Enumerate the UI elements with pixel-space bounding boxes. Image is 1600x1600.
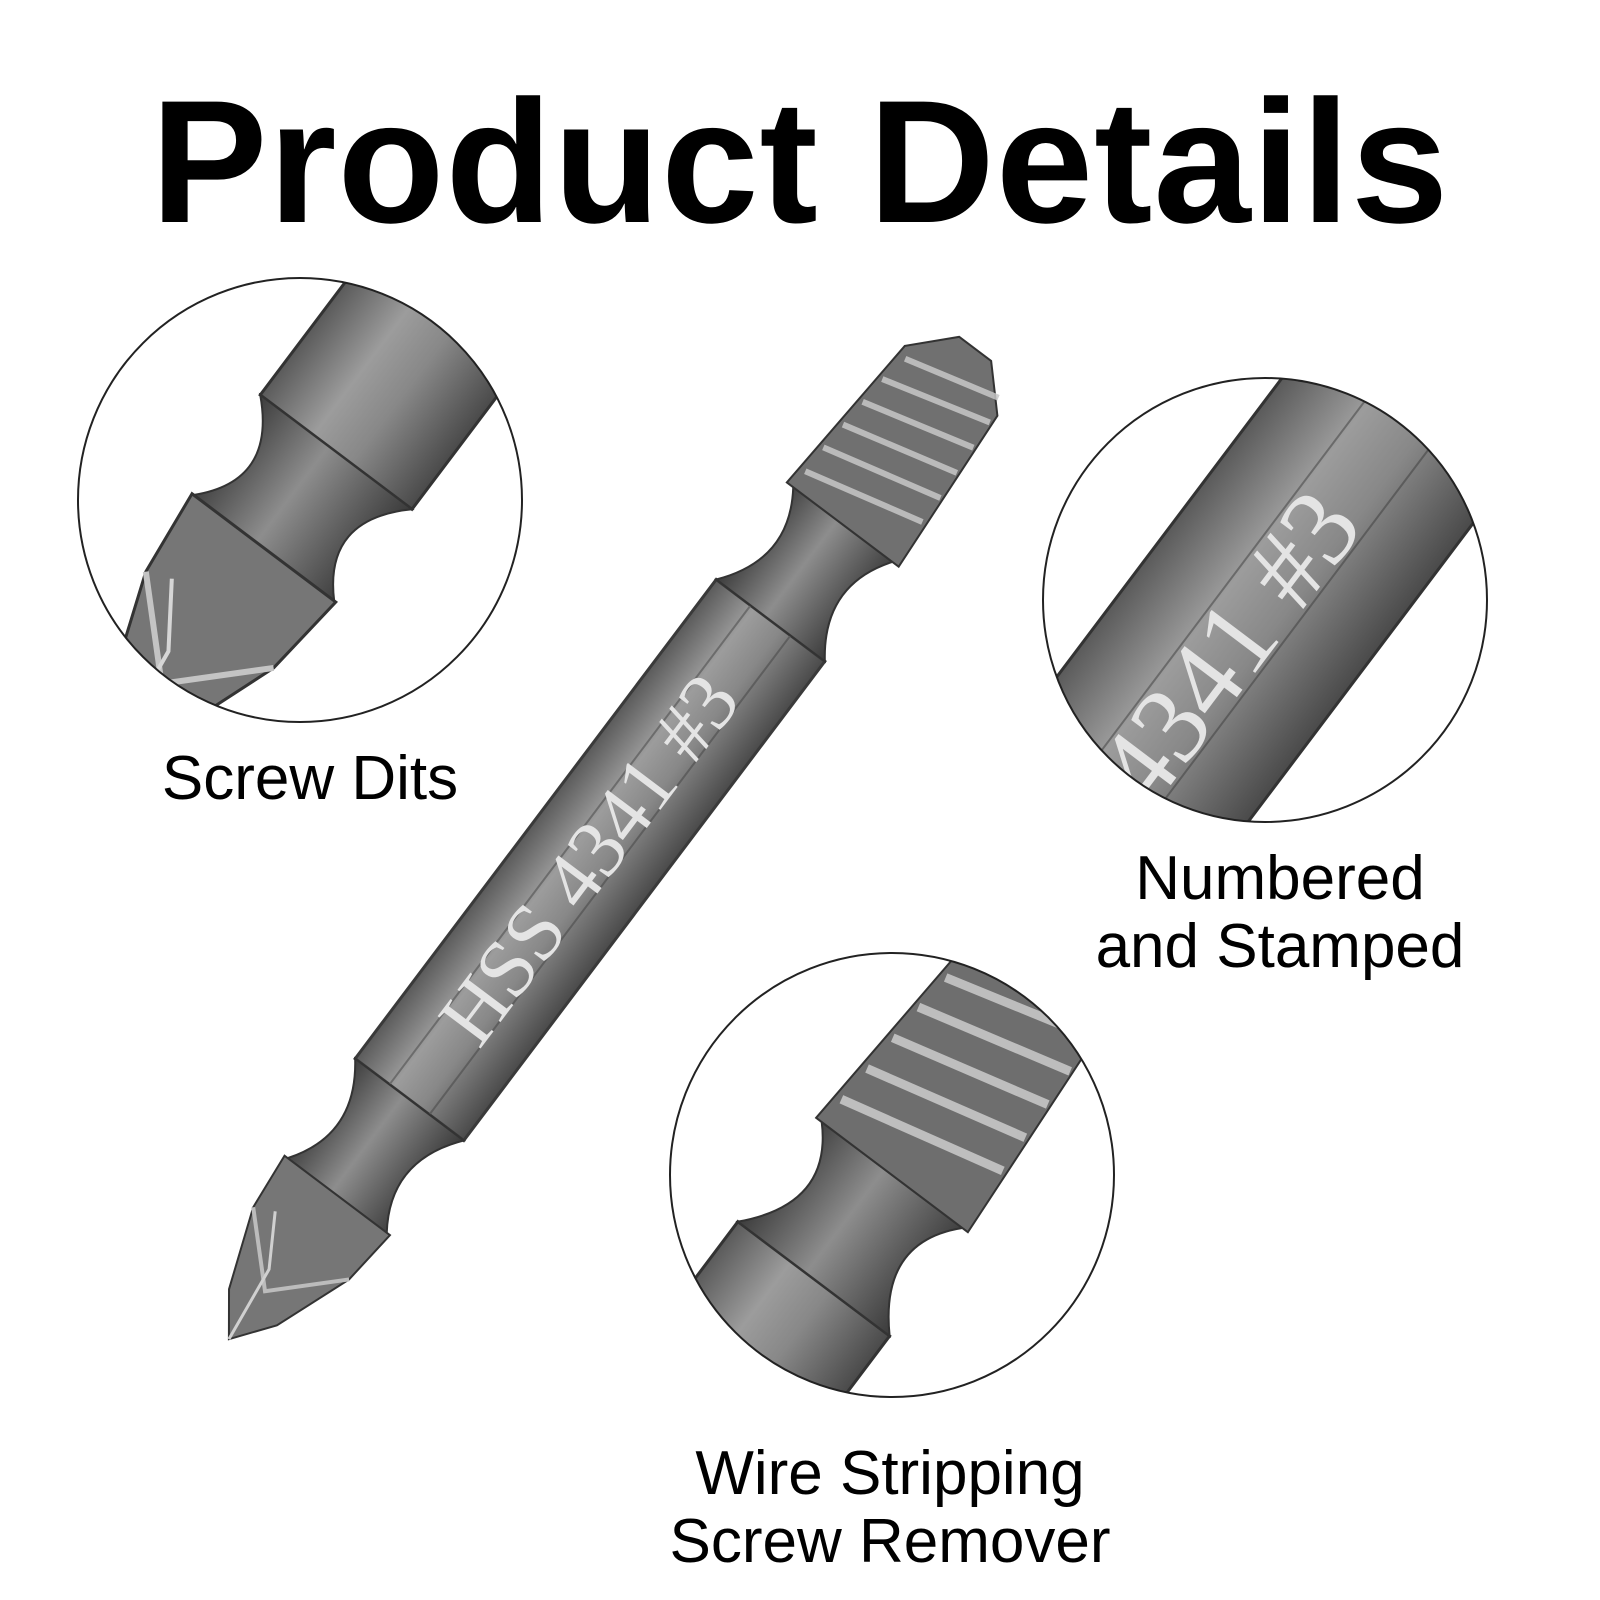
callout-wire-line1: Wire Stripping [695,1439,1085,1508]
page-title: Product Details [150,65,1450,260]
zoom-circle-drill-tip: H [77,277,523,723]
callout-numbered-line1: Numbered [1135,844,1425,913]
callout-wire-stripping: Wire Stripping Screw Remover [600,1439,1180,1577]
callout-numbered-line2: and Stamped [1095,912,1465,982]
callout-numbered-stamped: Numbered and Stamped [1060,844,1500,982]
bit-stamp-text: HSS 4341 #3 [421,657,757,1061]
callout-wire-line2: Screw Remover [669,1507,1111,1577]
callout-screw-dits: Screw Dits [161,744,459,813]
